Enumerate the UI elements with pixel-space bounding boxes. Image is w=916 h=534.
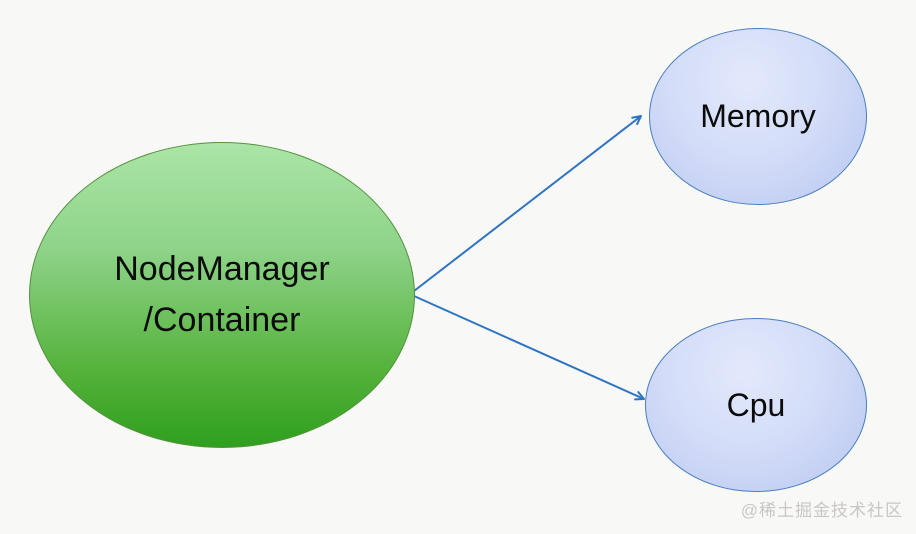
node-nodemanager-container-label: NodeManager /Container	[114, 250, 330, 339]
node-cpu-label: Cpu	[726, 386, 786, 423]
node-memory-label: Memory	[700, 98, 816, 134]
node-memory: Memory	[649, 28, 867, 205]
edge-nodemanager-to-cpu	[413, 295, 645, 401]
edge-nodemanager-to-memory	[413, 115, 642, 292]
node-cpu: Cpu	[645, 318, 867, 492]
node-nodemanager-container: NodeManager /Container	[29, 142, 415, 448]
watermark-text: @稀土掘金技术社区	[740, 501, 903, 520]
